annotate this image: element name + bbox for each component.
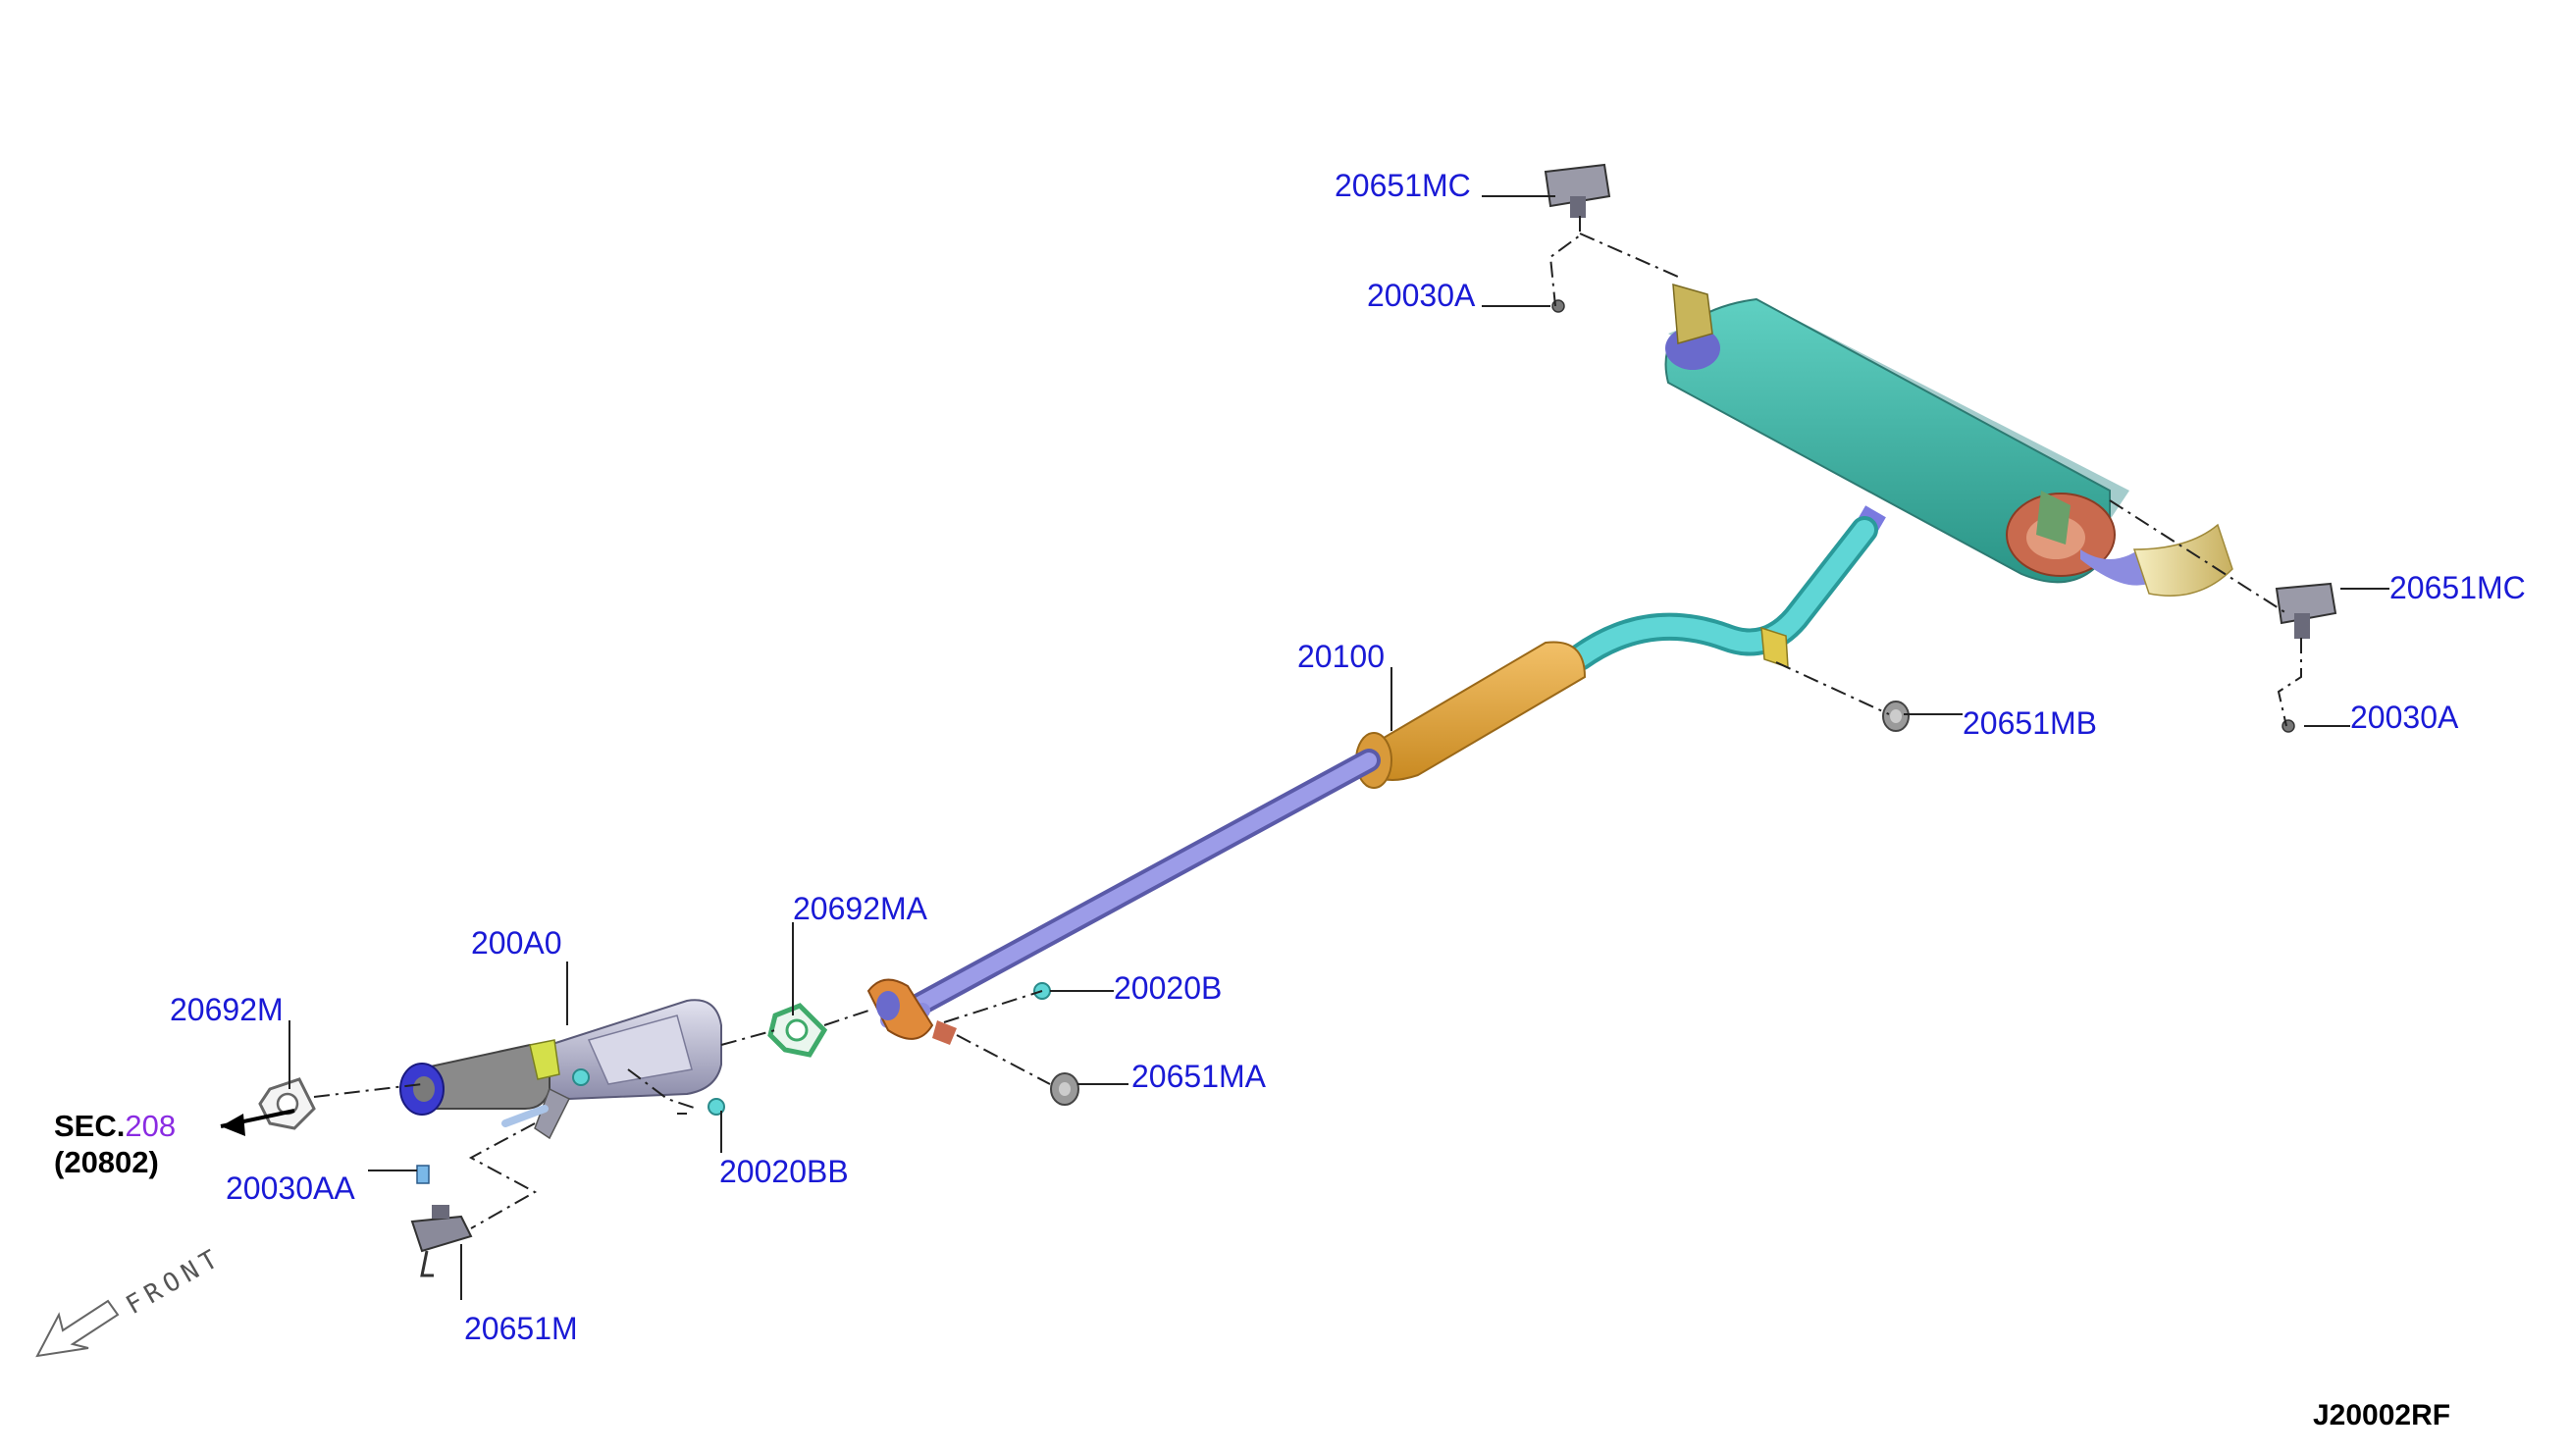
front-arrow-icon bbox=[35, 1299, 120, 1358]
sec-number: 208 bbox=[125, 1109, 176, 1143]
callout-bolt-front[interactable]: 20030AA bbox=[226, 1170, 355, 1206]
figure-code: J20002RF bbox=[2313, 1399, 2450, 1431]
gasket-front bbox=[258, 1077, 316, 1130]
catalyst-converter bbox=[399, 999, 722, 1140]
callout-gasket-front[interactable]: 20692M bbox=[170, 992, 284, 1027]
callout-nut-mid[interactable]: 20020B bbox=[1114, 970, 1222, 1006]
callout-bolt-upper-rear[interactable]: 20030A bbox=[1367, 278, 1476, 313]
main-muffler bbox=[1664, 283, 2233, 597]
sec-prefix: SEC. bbox=[54, 1109, 125, 1143]
callout-bracket-front[interactable]: 20651M bbox=[464, 1311, 578, 1346]
rubber-mount-mid bbox=[1882, 701, 1910, 732]
rubber-mount-front bbox=[1050, 1072, 1079, 1106]
sec-reference[interactable]: SEC.208 bbox=[54, 1109, 176, 1143]
callout-bolt-right-rear[interactable]: 20030A bbox=[2350, 700, 2459, 735]
callout-rubber-mid[interactable]: 20651MB bbox=[1963, 705, 2097, 741]
resonator bbox=[1355, 641, 1587, 789]
leader-lines bbox=[288, 195, 2389, 1300]
bolt-front bbox=[416, 1165, 430, 1184]
callout-mount-right-rear[interactable]: 20651MC bbox=[2389, 570, 2526, 605]
front-label: FRONT bbox=[122, 1242, 229, 1321]
callout-gasket-mid[interactable]: 20692MA bbox=[793, 891, 928, 926]
center-pipe bbox=[1566, 516, 1878, 671]
alignment-lines bbox=[313, 216, 2302, 1229]
sec-arrow bbox=[220, 1109, 295, 1136]
callout-main-muffler-assy[interactable]: 20100 bbox=[1297, 639, 1385, 674]
callout-nut-front[interactable]: 20020BB bbox=[719, 1154, 849, 1189]
sec-subreference: (20802) bbox=[54, 1145, 159, 1179]
bracket-front bbox=[410, 1205, 473, 1277]
mount-upper-rear bbox=[1544, 163, 1611, 313]
callout-rubber-front[interactable]: 20651MA bbox=[1131, 1059, 1267, 1094]
callout-catalyst[interactable]: 200A0 bbox=[471, 925, 562, 961]
callout-mount-upper-rear[interactable]: 20651MC bbox=[1335, 168, 1471, 203]
gasket-mid bbox=[767, 1003, 828, 1058]
front-pipe-flange bbox=[866, 978, 957, 1045]
mount-right-rear bbox=[2275, 582, 2337, 733]
